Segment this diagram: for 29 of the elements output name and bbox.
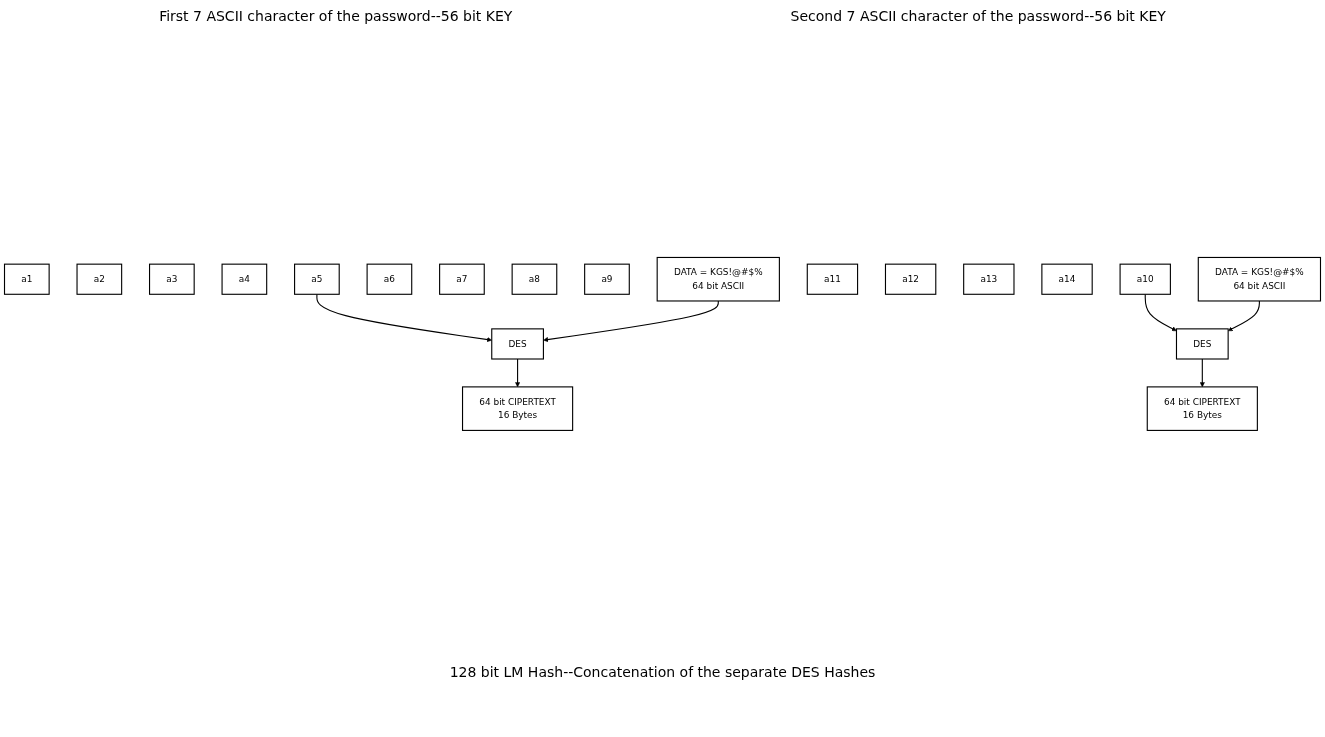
node-box: DATA = KGS!@#$% 64 bit ASCII	[656, 256, 780, 302]
node-box: a7	[439, 263, 485, 295]
arrow	[1227, 300, 1260, 332]
key-heading: Second 7 ASCII character of the password--56 bit KEY	[790, 8, 1166, 24]
node-box: DES	[491, 328, 544, 360]
hash-caption: 128 bit LM Hash--Concatenation of the separate DES Hashes	[448, 664, 877, 680]
node-box: a4	[221, 263, 268, 295]
node-box: a6	[366, 263, 413, 295]
node-box: 64 bit CIPERTEXT 16 Bytes	[462, 386, 574, 432]
node-box: 64 bit CIPERTEXT 16 Bytes	[1146, 386, 1258, 432]
node-box: a3	[149, 263, 195, 295]
node-box: a11	[806, 263, 859, 295]
arrow	[543, 300, 719, 343]
arrow	[515, 358, 521, 388]
arrow	[1199, 358, 1205, 388]
node-box: a9	[584, 263, 630, 295]
arrow	[1144, 293, 1177, 332]
node-box: DES	[1175, 328, 1229, 360]
key-heading: First 7 ASCII character of the password--56 bit KEY	[159, 8, 513, 24]
arrow	[316, 293, 492, 343]
node-box: DATA = KGS!@#$% 64 bit ASCII	[1197, 256, 1322, 302]
node-box: a1	[3, 263, 50, 295]
node-box: a8	[511, 263, 558, 295]
node-box: a12	[884, 263, 937, 295]
node-box: a10	[1119, 263, 1171, 295]
node-box: a14	[1041, 263, 1093, 295]
node-box: a2	[76, 263, 123, 295]
node-box: a13	[963, 263, 1015, 295]
node-box: a5	[294, 263, 340, 295]
